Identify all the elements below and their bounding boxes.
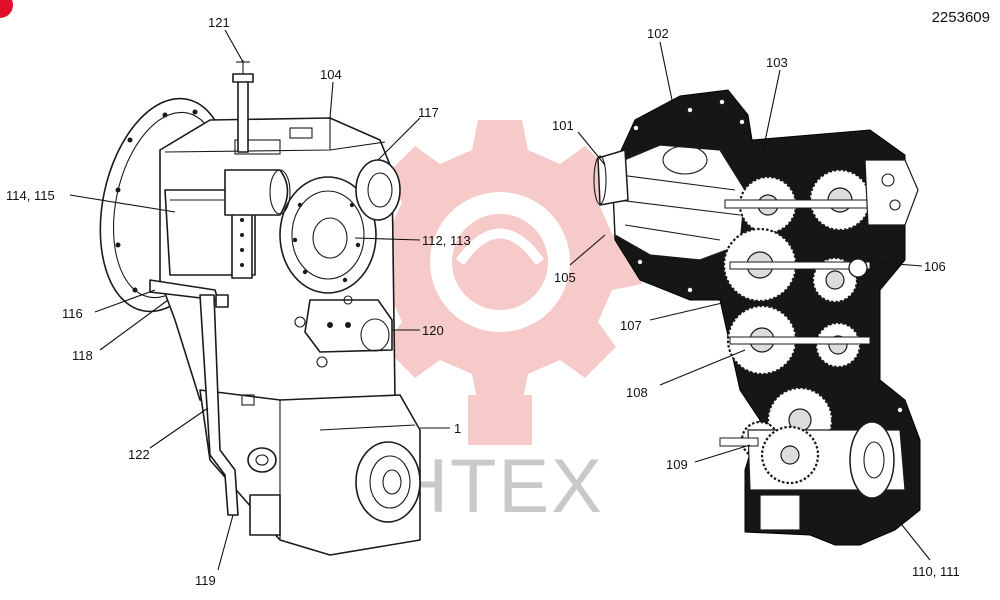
callout-121: 121 [208,15,230,30]
callout-112-113: 112, 113 [422,233,471,248]
callout-118: 118 [72,348,93,363]
callout-106: 106 [924,259,946,274]
callout-102: 102 [647,26,669,41]
transmission-exterior-view [99,60,421,556]
transmission-cutaway-view [593,89,921,546]
callout-103: 103 [766,55,788,70]
callout-114-115: 114, 115 [6,188,55,203]
callout-117: 117 [418,105,439,120]
callout-120: 120 [422,323,444,338]
callout-110-111: 110, 111 [912,564,960,579]
callout-108: 108 [626,385,648,400]
corner-badge [0,0,13,18]
callout-1: 1 [454,421,461,436]
callout-104: 104 [320,67,342,82]
callout-101: 101 [552,118,574,133]
callout-122: 122 [128,447,150,462]
callout-119: 119 [195,573,216,588]
callout-109: 109 [666,457,688,472]
document-number: 2253609 [932,9,990,26]
watermark-gear-logo [358,120,642,445]
callout-107: 107 [620,318,642,333]
callout-116: 116 [62,306,83,321]
callout-105: 105 [554,270,576,285]
callout-labels: 121 104 117 114, 115 112, 113 116 118 12… [6,15,960,588]
leader-lines [69,29,931,571]
